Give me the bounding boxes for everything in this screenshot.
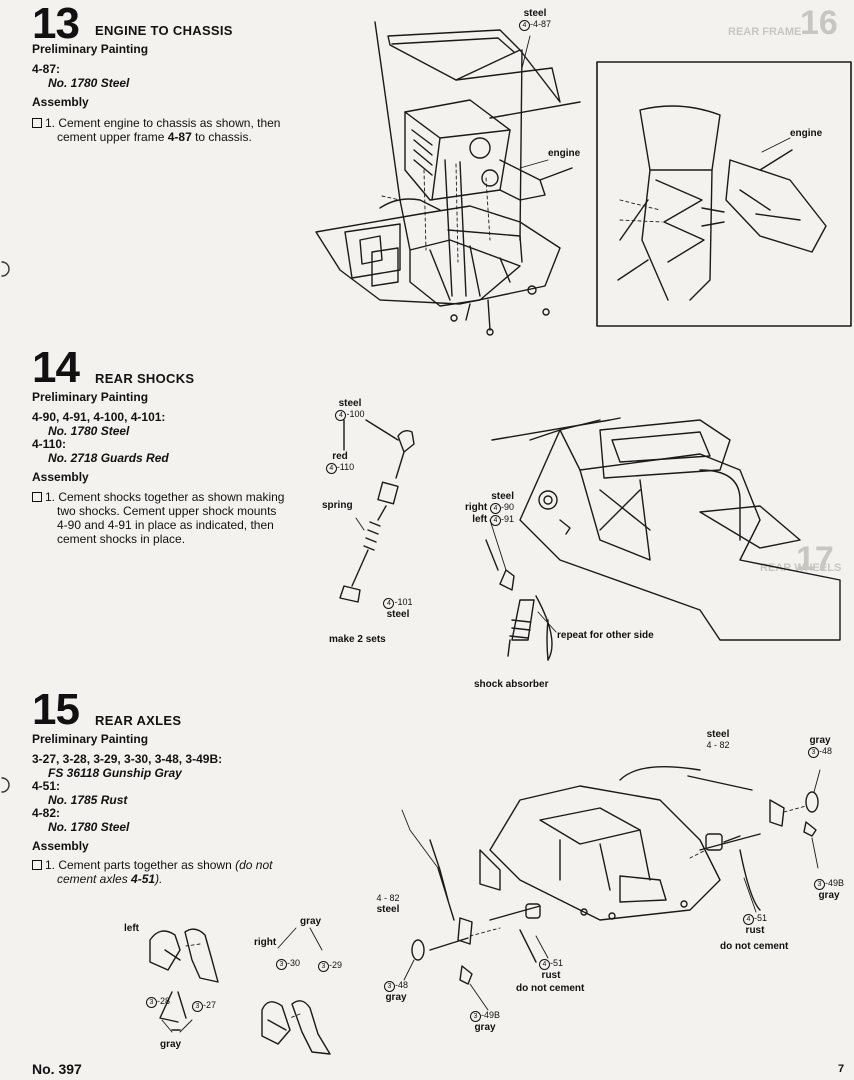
label-3-49b-gray-bottom: 3-49B gray <box>462 1010 508 1033</box>
step-13-prelim-heading: Preliminary Painting <box>32 42 149 56</box>
circled-number-icon: 3 <box>192 1001 203 1012</box>
step-14-paint-name-2: No. 2718 Guards Red <box>48 451 169 465</box>
label-4-51-rust-right: 4-51 rust <box>732 913 778 936</box>
step-15-assembly-heading: Assembly <box>32 839 89 853</box>
step-15-paint-code-2: 4-51: <box>32 779 61 793</box>
label-4-51-rust-mid: 4-51 rust <box>528 958 574 981</box>
step-15-title: REAR AXLES <box>95 713 182 728</box>
label-steel-mounts: steel right 4-90 left 4-91 <box>464 491 514 526</box>
circled-number-icon: 4 <box>325 463 337 474</box>
step-13-title: ENGINE TO CHASSIS <box>95 23 233 38</box>
checkbox-icon <box>32 118 42 128</box>
label-engine: engine <box>548 148 581 159</box>
step-15-prelim-heading: Preliminary Painting <box>32 732 149 746</box>
label-3-28: 3-28 <box>146 996 170 1008</box>
label-repeat-other-side: repeat for other side <box>557 630 654 641</box>
ghost-step-16-title: REAR FRAME <box>728 26 802 38</box>
step-15-instruction: 1. Cement parts together as shown (do no… <box>32 858 302 886</box>
page-number: 7 <box>838 1063 845 1075</box>
label-gray-top: gray <box>300 916 322 927</box>
rear-body-drawing <box>491 417 841 641</box>
step-13-number: 13 <box>32 0 80 48</box>
checkbox-icon <box>32 860 42 870</box>
circled-number-icon: 4 <box>489 503 501 514</box>
shock-absorber-installed-drawing <box>485 539 553 661</box>
label-steel-4-101: 4-101 steel <box>378 597 418 620</box>
step-13-assembly-heading: Assembly <box>32 95 89 109</box>
label-shock-absorber: shock absorber <box>474 679 549 690</box>
label-steel-4-82-top: steel 4 - 82 <box>706 729 730 750</box>
label-do-not-cement-right: do not cement <box>720 941 789 952</box>
step-14-paint-code-1: 4-90, 4-91, 4-100, 4-101: <box>32 410 166 424</box>
upper-frame-drawing <box>374 21 581 251</box>
label-3-30: 3-30 <box>276 958 300 970</box>
label-make-2-sets: make 2 sets <box>329 634 386 645</box>
circled-number-icon: 3 <box>469 1011 481 1022</box>
ghost-step-17-title: REAR WHEELS <box>760 562 842 574</box>
step-15-paint-name-2: No. 1785 Rust <box>48 793 128 807</box>
circled-number-icon: 4 <box>383 598 395 609</box>
step-15-paint-code-1: 3-27, 3-28, 3-29, 3-30, 3-48, 3-49B: <box>32 752 223 766</box>
label-3-49b-gray-right: 3-49B gray <box>806 878 852 901</box>
step-14-number: 14 <box>32 343 80 392</box>
circled-number-icon: 3 <box>813 879 825 890</box>
shock-parts-drawing <box>339 419 415 603</box>
label-steel-4-87: steel 4-4-87 <box>518 8 552 31</box>
inset-detail-drawing <box>596 61 852 327</box>
label-3-27: 3-27 <box>192 1000 216 1012</box>
label-4-82-steel-left: 4 - 82 steel <box>376 893 400 915</box>
label-steel-4-100: steel 4-100 <box>330 398 370 421</box>
step-15-paint-name-3: No. 1780 Steel <box>48 820 130 834</box>
label-engine-inset: engine <box>790 128 823 139</box>
label-red-4-110: red 4-110 <box>320 451 360 474</box>
step-13-paint-code: 4-87: <box>32 62 61 76</box>
circled-number-icon: 4 <box>518 20 530 31</box>
model-number: No. 397 <box>32 1061 82 1077</box>
label-gray-bottom: gray <box>160 1039 182 1050</box>
label-3-29: 3-29 <box>318 960 342 972</box>
ghost-step-16-number: 16 <box>800 4 838 42</box>
checkbox-icon <box>32 492 42 502</box>
label-left: left <box>124 923 139 934</box>
step-15-number: 15 <box>32 685 80 734</box>
circled-number-icon: 3 <box>318 961 329 972</box>
step-15-paint-name-1: FS 36118 Gunship Gray <box>48 766 182 780</box>
circled-number-icon: 3 <box>807 747 819 758</box>
circled-number-icon: 4 <box>538 959 550 970</box>
step-13-paint-name: No. 1780 Steel <box>48 76 130 90</box>
step-14-paint-name-1: No. 1780 Steel <box>48 424 130 438</box>
step-14-assembly-heading: Assembly <box>32 470 89 484</box>
engine-drawing <box>404 99 573 201</box>
circled-number-icon: 3 <box>146 997 157 1008</box>
circled-number-icon: 4 <box>742 914 754 925</box>
step-14-instruction: 1. Cement shocks together as shown makin… <box>32 490 302 546</box>
step-14-paint-code-2: 4-110: <box>32 437 67 451</box>
label-do-not-cement-mid: do not cement <box>516 983 585 994</box>
chassis-drawing <box>315 159 561 336</box>
circled-number-icon: 4 <box>489 515 501 526</box>
circled-number-icon: 4 <box>335 410 347 421</box>
step-14-prelim-heading: Preliminary Painting <box>32 390 149 404</box>
left-axle-parts-drawing <box>149 928 331 1055</box>
circled-number-icon: 3 <box>383 981 395 992</box>
step-13-instruction: 1. Cement engine to chassis as shown, th… <box>32 116 302 144</box>
step-15-paint-code-3: 4-82: <box>32 806 61 820</box>
label-spring: spring <box>322 500 353 511</box>
rear-axle-assembly-drawing <box>411 766 819 985</box>
ghost-step-17-number: 17 <box>796 540 834 578</box>
label-gray-3-48-top: gray 3-48 <box>807 735 832 758</box>
label-3-48-gray-left: 3-48 gray <box>383 980 408 1003</box>
step-14-title: REAR SHOCKS <box>95 371 195 386</box>
label-right: right <box>254 937 277 948</box>
circled-number-icon: 3 <box>276 959 287 970</box>
